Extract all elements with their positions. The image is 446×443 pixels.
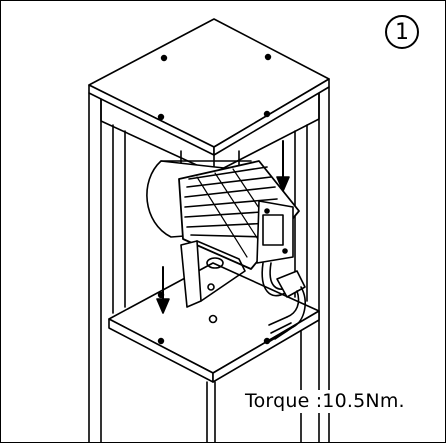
cable-connector [276, 270, 306, 298]
screw-hole [160, 54, 168, 62]
top-cap [88, 18, 330, 156]
inner-frame [100, 92, 320, 314]
pillar-seam [206, 330, 302, 442]
wire [270, 322, 292, 334]
screw-hole [263, 110, 271, 118]
bracket-screw [207, 283, 215, 291]
screw-icon [264, 208, 270, 214]
cable [261, 262, 306, 344]
screw-icon [282, 248, 288, 254]
washer [208, 314, 218, 324]
spotlight [146, 160, 300, 308]
screw-hole [157, 113, 165, 121]
step-number-badge: 1 [385, 15, 419, 49]
down-arrow-icon [156, 266, 170, 314]
lens [262, 214, 284, 246]
down-arrow-icon [276, 140, 290, 192]
wire [266, 330, 288, 344]
torque-label: Torque :10.5Nm. [241, 390, 409, 413]
wire [268, 316, 288, 326]
screw-hole [157, 337, 165, 345]
pillar-body [88, 86, 330, 442]
pivot-knob [206, 257, 224, 269]
screw-hole [264, 53, 272, 61]
